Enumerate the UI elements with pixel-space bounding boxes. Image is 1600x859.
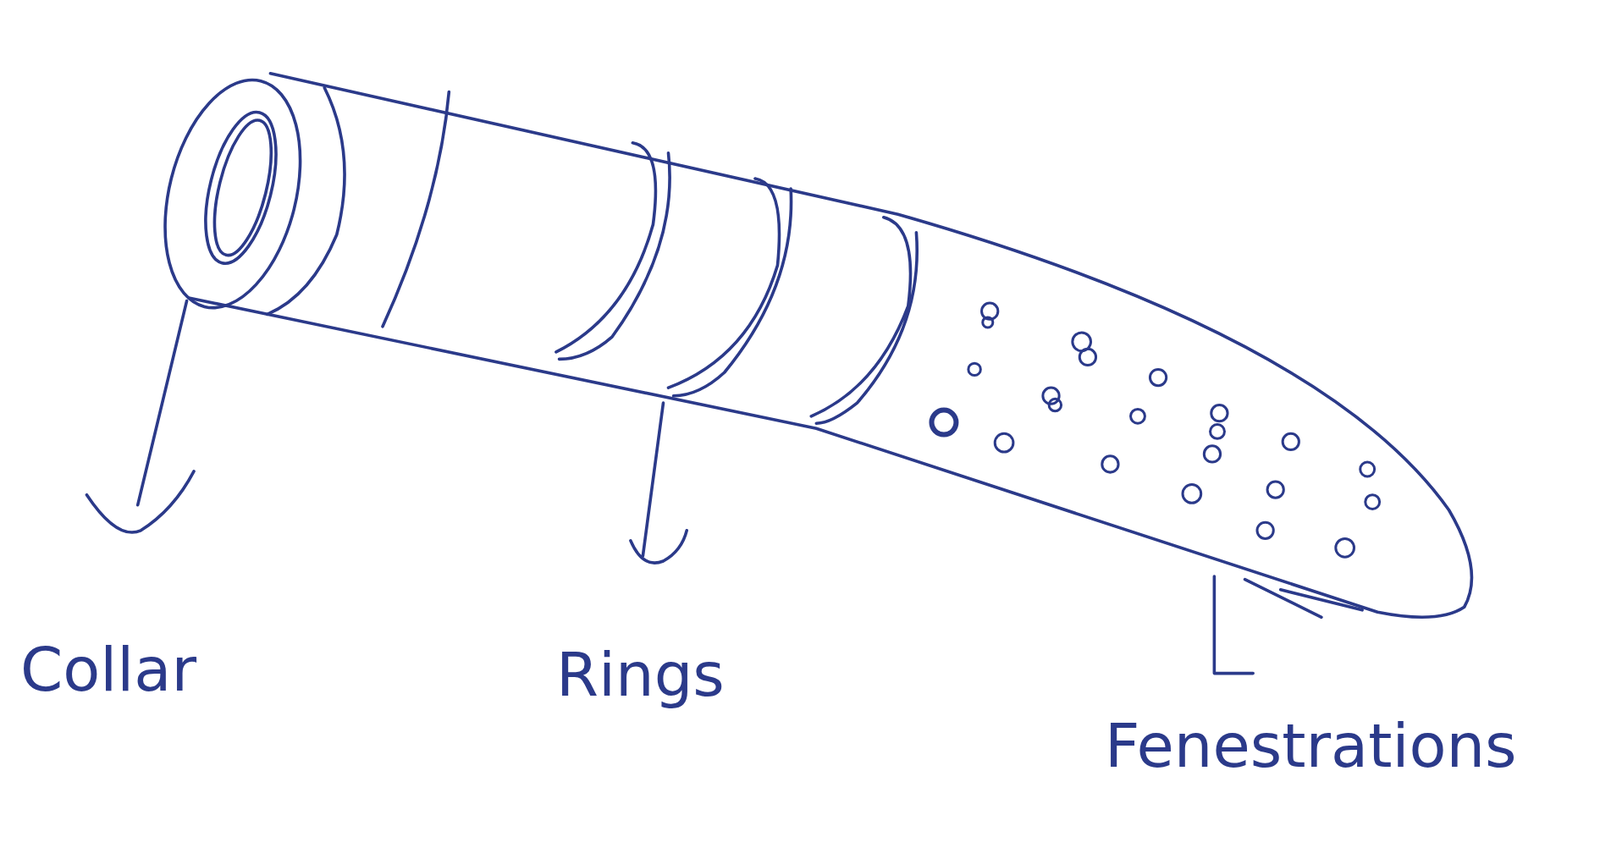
fenestration-holes [931,303,1380,558]
part-label: Rings [556,641,725,709]
collar-lumen [192,104,289,271]
ring-band [668,178,792,397]
leader-line [86,301,194,533]
collar-flange [267,88,345,315]
ring-line [382,92,449,327]
ring-band [811,217,917,424]
tube-body [188,73,1472,618]
pointer-mark [1245,579,1363,618]
leader-line [1213,576,1253,674]
leader-line [630,402,687,563]
part-label: Fenestrations [1104,712,1518,780]
collar-outer [143,66,323,323]
part-label: Collar [20,636,197,704]
collar-lumen-inner [203,115,282,261]
ring-band [556,143,670,360]
